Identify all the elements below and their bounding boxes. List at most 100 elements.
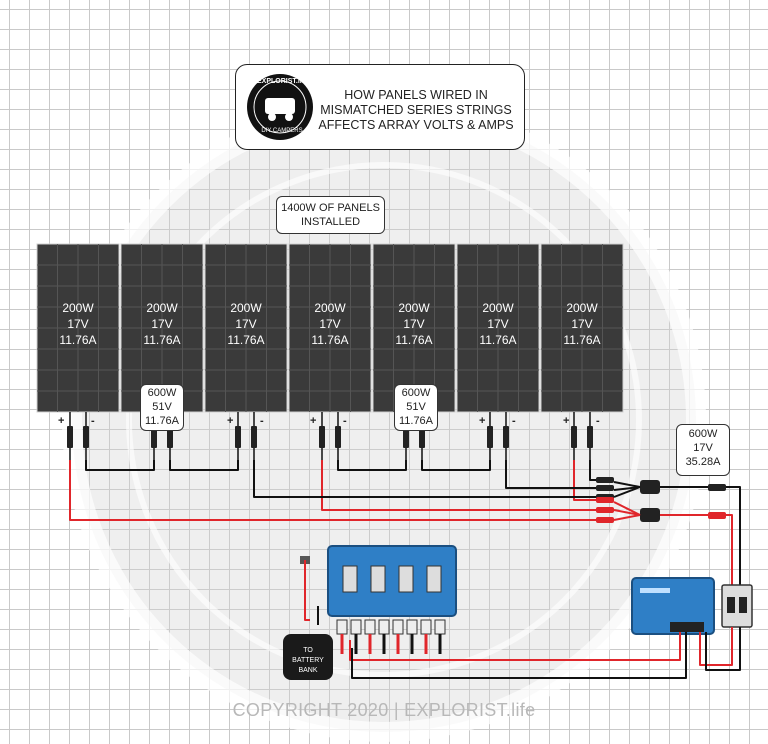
panel-7-plus: +: [563, 415, 570, 427]
lynx-terminal-7: [420, 619, 432, 635]
pos-branch-a: [613, 501, 641, 516]
mc4-connector: [319, 426, 325, 448]
mc4-connector: [419, 426, 425, 448]
mc4-connector: [587, 426, 593, 448]
mppt-label-plate: [640, 588, 670, 593]
lynx-terminal-5: [392, 619, 404, 635]
string-a-volts: 51V: [152, 401, 172, 413]
title-line-1: HOW PANELS WIRED IN: [344, 88, 488, 102]
mc4-connector: [151, 426, 157, 448]
array-total-volts: 17V: [693, 442, 713, 454]
installed-line-2: INSTALLED: [300, 216, 361, 228]
mc4-connector: [251, 426, 257, 448]
mc4-connector: [167, 426, 173, 448]
panel-1-watts: 200W: [62, 301, 94, 315]
lynx-terminal-4: [378, 619, 390, 635]
breaker-to-mppt-negative: [705, 627, 741, 671]
panel-3-amps: 11.76A: [227, 333, 265, 347]
array-positive-to-breaker: [726, 514, 733, 585]
series-jumper-5-6: [421, 460, 491, 471]
panel-7-label: 200W 17V 11.76A: [540, 300, 624, 348]
array-negative-to-breaker: [726, 486, 741, 585]
panel-3-volts: 17V: [235, 317, 257, 331]
branch-connector: [596, 507, 614, 513]
branch-connector: [596, 477, 614, 483]
branch-y-negative: [640, 480, 660, 494]
battery-line-2: BATTERY: [292, 657, 324, 664]
mc4-connector: [571, 426, 577, 448]
panel-3-plus: +: [227, 415, 234, 427]
mppt-output-negative: [351, 632, 687, 679]
title-line-2: MISMATCHED SERIES STRINGS: [320, 103, 512, 117]
panel-7-volts: 17V: [571, 317, 593, 331]
string-b-tag: 600W 51V 11.76A: [394, 384, 438, 431]
panel-3-label: 200W 17V 11.76A: [204, 300, 288, 348]
string-a-tag: 600W 51V 11.76A: [140, 384, 184, 431]
branch-connector: [596, 485, 614, 491]
string-a-positive: [69, 460, 596, 521]
mc4-connector: [503, 426, 509, 448]
string-b-negative: [505, 460, 596, 489]
string-a-negative: [253, 460, 596, 498]
pv-breaker-pole-2: [739, 597, 747, 613]
series-jumper-1-2: [85, 460, 155, 471]
string-b-watts: 600W: [401, 387, 431, 399]
lynx-terminal-8: [434, 619, 446, 635]
panel-4-plus: +: [310, 415, 317, 427]
lynx-terminal-3: [364, 619, 376, 635]
pos-branch-c: [613, 514, 641, 521]
array-neg-fuse: [708, 484, 726, 491]
panel-2-amps: 11.76A: [143, 333, 181, 347]
branch-y-positive: [640, 508, 660, 522]
panel-4-watts: 200W: [314, 301, 346, 315]
copyright-text: COPYRIGHT 2020 | EXPLORIST.life: [232, 700, 536, 720]
series-jumper-4-5: [337, 460, 407, 471]
string-b-amps: 11.76A: [398, 415, 434, 427]
neg-branch-c: [613, 486, 641, 498]
installed-label: 1400W OF PANELS INSTALLED: [276, 196, 385, 234]
battery-bank-box: [283, 634, 333, 680]
lynx-fuse-3: [398, 565, 414, 593]
panel-6-plus: +: [479, 415, 486, 427]
panel-7-positive: [573, 460, 596, 501]
mc4-connector: [335, 426, 341, 448]
panel-2-label: 200W 17V 11.76A: [120, 300, 204, 348]
panel-5-volts: 17V: [403, 317, 425, 331]
pv-breaker-pole-1: [727, 597, 735, 613]
branch-connector: [596, 497, 614, 503]
mc4-connector: [83, 426, 89, 448]
panel-7-minus: -: [596, 415, 600, 427]
panel-6-volts: 17V: [487, 317, 509, 331]
logo-bottom-text: DIY CAMPERS: [261, 128, 303, 134]
panel-4-label: 200W 17V 11.76A: [288, 300, 372, 348]
string-b-positive: [321, 460, 596, 511]
panel-6-watts: 200W: [482, 301, 514, 315]
installed-line-1: 1400W OF PANELS: [281, 202, 380, 214]
panel-6-label: 200W 17V 11.76A: [456, 300, 540, 348]
panel-4-volts: 17V: [319, 317, 341, 331]
array-total-amps: 35.28A: [685, 456, 721, 468]
array-total-watts: 600W: [688, 428, 718, 440]
diagram-title: HOW PANELS WIRED IN MISMATCHED SERIES ST…: [313, 88, 519, 133]
panel-7-watts: 200W: [566, 301, 598, 315]
mppt-output-positive: [349, 632, 681, 661]
pv-breaker: [721, 584, 753, 628]
mc4-connector: [403, 426, 409, 448]
battery-label: TO BATTERY BANK: [283, 646, 333, 676]
panel-7-amps: 11.76A: [563, 333, 601, 347]
panel-3-watts: 200W: [230, 301, 262, 315]
panel-2-volts: 17V: [151, 317, 173, 331]
panel-4-minus: -: [343, 415, 347, 427]
branch-connector: [596, 517, 614, 523]
series-jumper-2-3: [169, 460, 239, 471]
battery-line-1: TO: [303, 647, 313, 654]
panel-6-minus: -: [512, 415, 516, 427]
lynx-terminal-1: [336, 619, 348, 635]
string-b-volts: 51V: [406, 401, 426, 413]
panel-3-minus: -: [260, 415, 264, 427]
neg-branch-b: [613, 486, 641, 491]
lynx-fuse-2: [370, 565, 386, 593]
logo-top-text: EXPLORIST.life: [257, 78, 308, 85]
mc4-connector: [67, 426, 73, 448]
